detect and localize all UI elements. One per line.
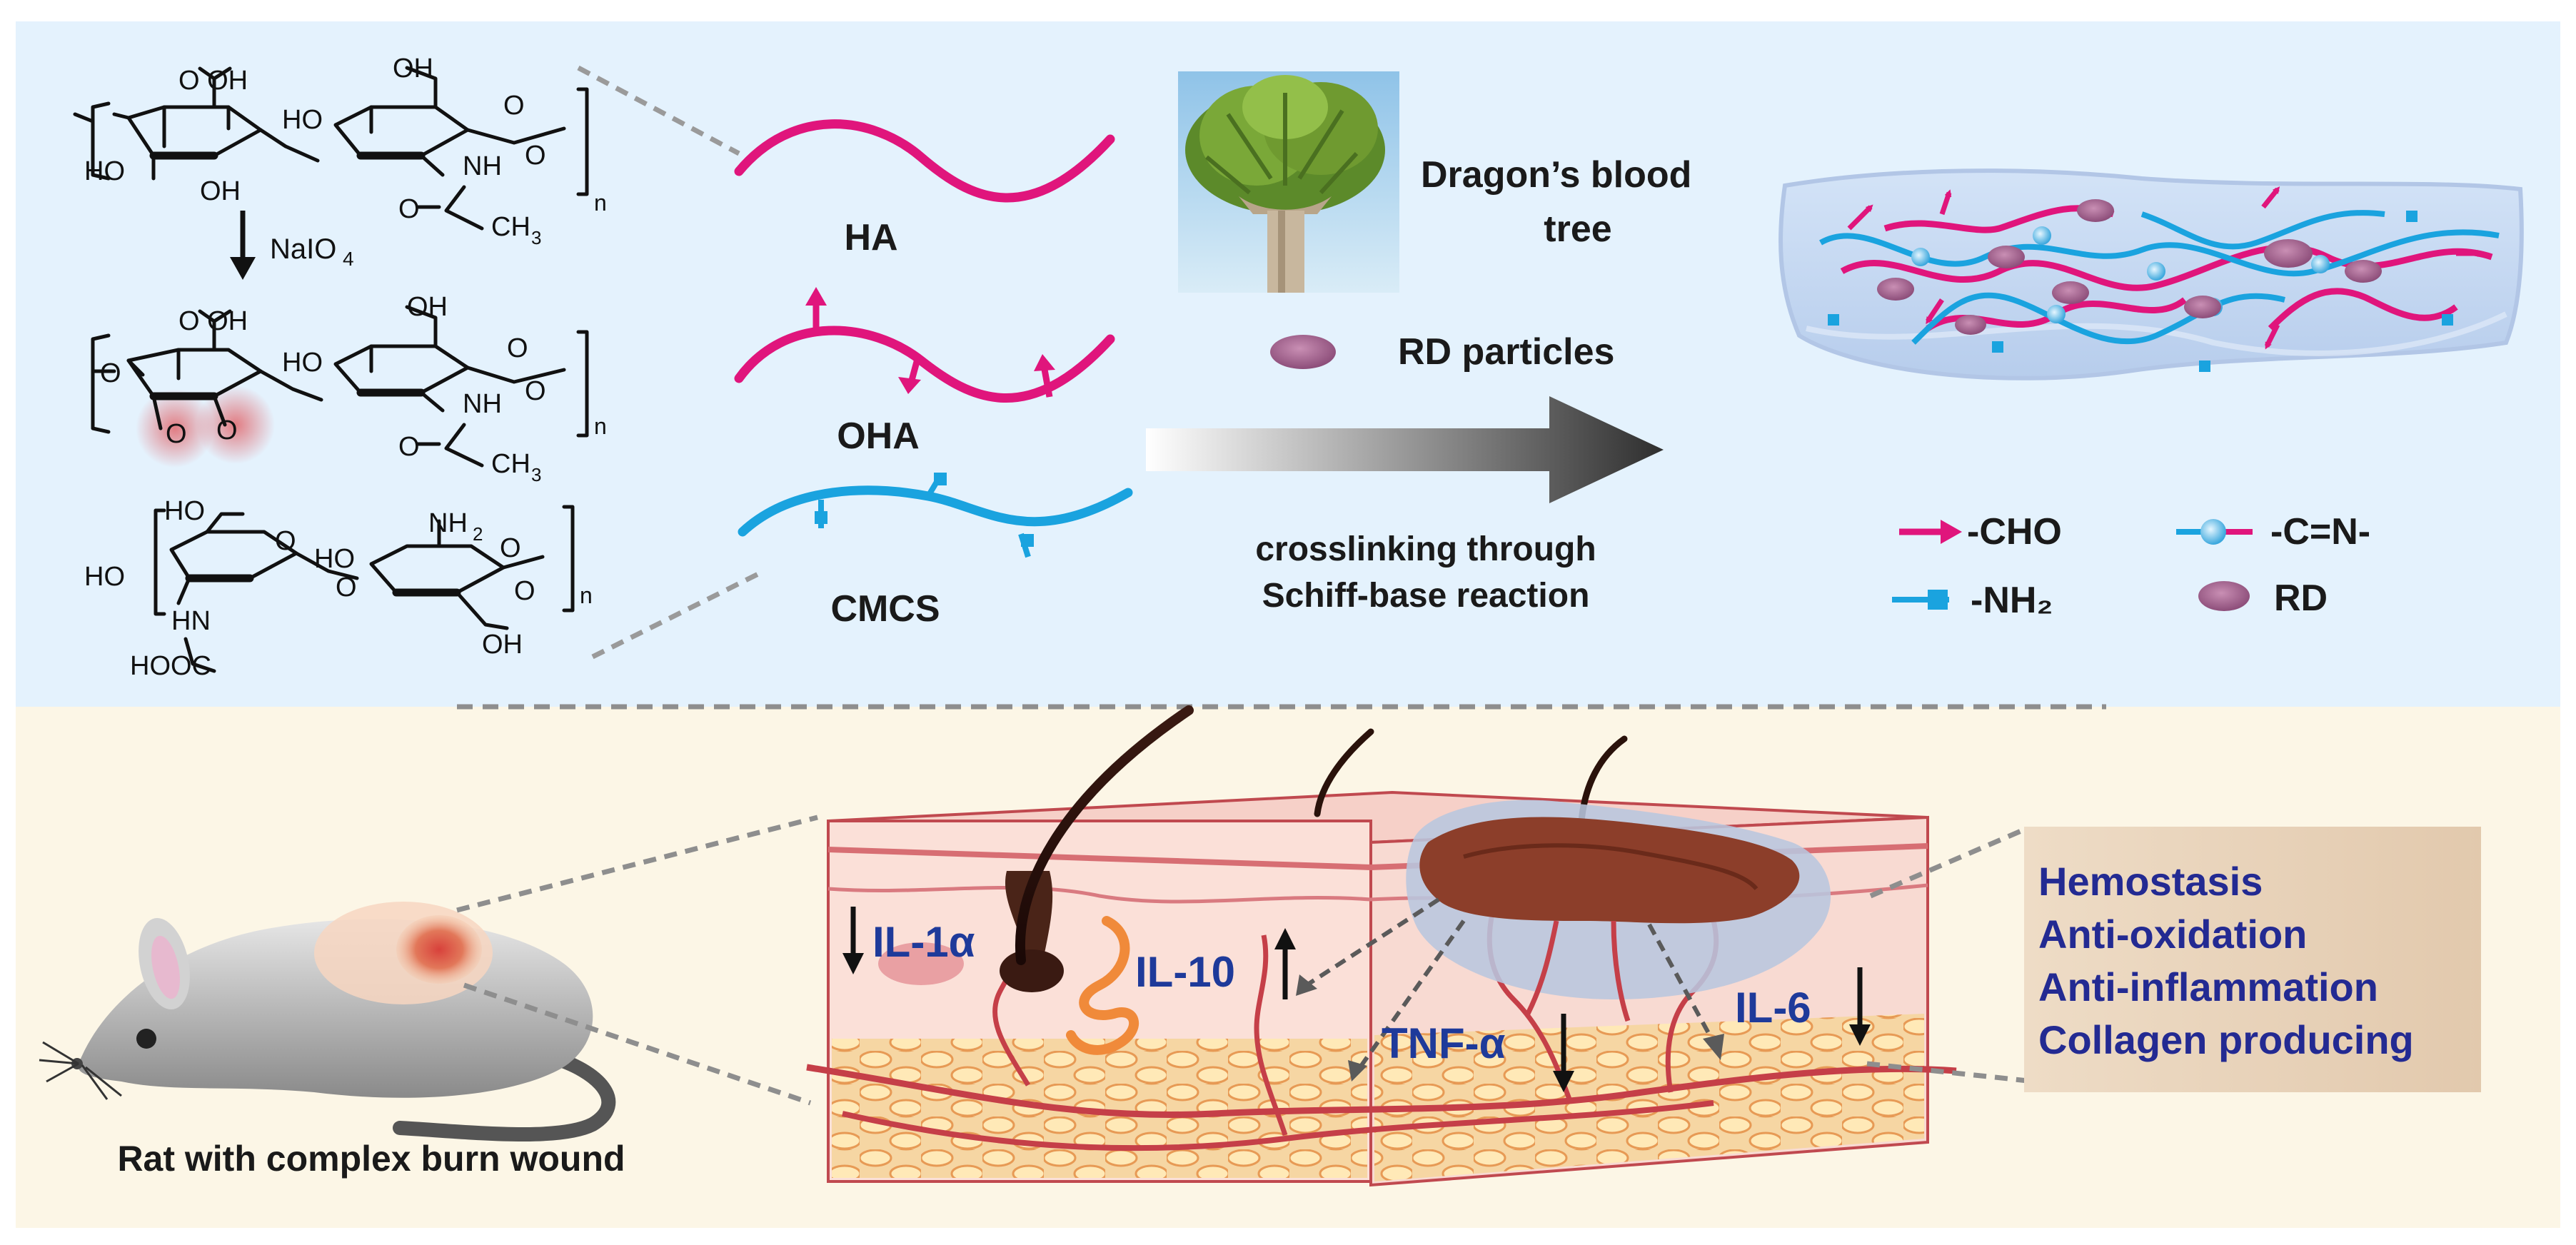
svg-text:HO: HO bbox=[84, 156, 125, 186]
svg-text:3: 3 bbox=[531, 227, 541, 248]
svg-text:HO: HO bbox=[314, 544, 355, 574]
hydrogel-network-icon bbox=[1778, 168, 2524, 380]
svg-text:NH: NH bbox=[428, 508, 468, 538]
tree-label-line2: tree bbox=[1544, 208, 1611, 250]
zoom-line bbox=[591, 568, 765, 660]
cytokine-tnfa: TNF-α bbox=[1382, 1014, 1574, 1092]
release-arrows bbox=[1296, 897, 1724, 1082]
svg-text:HO: HO bbox=[282, 348, 323, 378]
polymer-label-ha: HA bbox=[844, 217, 897, 258]
zoom-line bbox=[1869, 825, 2029, 899]
reaction-label-line1: crosslinking through bbox=[1255, 530, 1596, 568]
svg-text:O: O bbox=[336, 573, 357, 603]
cmcs-structure: HO HO HN HOOC O HO O NH 2 O O OH n bbox=[84, 496, 593, 681]
svg-text:O: O bbox=[275, 526, 296, 556]
svg-text:O OH: O OH bbox=[178, 306, 248, 336]
aldehyde-chain-icon bbox=[734, 287, 1115, 403]
legend-label-nh2: -NH₂ bbox=[1971, 580, 2053, 621]
svg-text:O: O bbox=[507, 333, 528, 363]
svg-text:3: 3 bbox=[531, 464, 541, 485]
rd-particle-icon bbox=[2198, 581, 2250, 611]
svg-text:O: O bbox=[100, 358, 121, 388]
svg-text:TNF-α: TNF-α bbox=[1382, 1019, 1506, 1067]
svg-text:CH: CH bbox=[491, 212, 530, 242]
legend-label-cho: -CHO bbox=[1967, 511, 2062, 553]
svg-text:HO: HO bbox=[282, 105, 323, 135]
svg-text:2: 2 bbox=[473, 523, 483, 545]
svg-text:OH: OH bbox=[393, 54, 433, 84]
zoom-line bbox=[1866, 1061, 2036, 1084]
cytokine-il6: IL-6 bbox=[1735, 967, 1871, 1046]
cho-arrow-icon bbox=[1899, 520, 1962, 544]
rd-particle-icon bbox=[1270, 335, 1336, 369]
ha-structure: O OH HO OH HO OH NH O CH 3 O O n bbox=[73, 54, 607, 248]
svg-text:HN: HN bbox=[171, 606, 211, 636]
svg-text:OH: OH bbox=[407, 292, 448, 322]
reaction-label-line2: Schiff-base reaction bbox=[1262, 577, 1590, 615]
zoom-line bbox=[577, 65, 740, 156]
svg-text:4: 4 bbox=[343, 248, 354, 270]
svg-text:OH: OH bbox=[482, 630, 523, 660]
svg-text:n: n bbox=[580, 583, 593, 608]
polymer-label-cmcs: CMCS bbox=[830, 588, 940, 630]
polymer-label-oha: OHA bbox=[837, 415, 920, 457]
svg-text:IL-6: IL-6 bbox=[1735, 984, 1811, 1032]
svg-text:O: O bbox=[398, 432, 420, 462]
legend-label-imine: -C=N- bbox=[2270, 511, 2370, 553]
oha-structure: O OH O O O HO OH NH O CH 3 O O n bbox=[91, 292, 607, 485]
svg-text:IL-10: IL-10 bbox=[1135, 948, 1235, 996]
svg-text:HOOC: HOOC bbox=[130, 651, 211, 681]
svg-text:NH: NH bbox=[463, 151, 502, 181]
dragon-tree-icon bbox=[1178, 71, 1399, 293]
cytokine-il10: IL-10 bbox=[1135, 928, 1296, 999]
svg-text:O: O bbox=[514, 576, 535, 606]
rd-particles-label: RD particles bbox=[1398, 331, 1614, 373]
svg-text:O OH: O OH bbox=[178, 66, 248, 96]
gradient-arrow-icon bbox=[1146, 396, 1664, 503]
svg-text:O: O bbox=[525, 141, 546, 171]
imine-bond-icon bbox=[2176, 519, 2253, 545]
svg-text:HO: HO bbox=[164, 496, 205, 526]
svg-text:IL-1α: IL-1α bbox=[872, 918, 975, 966]
effect-anti-oxidation: Anti-oxidation bbox=[2038, 912, 2307, 957]
cytokine-il1a: IL-1α bbox=[842, 907, 975, 974]
amine-chain-icon bbox=[738, 473, 1133, 558]
svg-text:NH: NH bbox=[463, 389, 502, 419]
svg-text:O: O bbox=[216, 415, 238, 445]
skin-section-icon bbox=[806, 705, 1957, 1187]
svg-text:CH: CH bbox=[491, 449, 530, 479]
effect-anti-inflammation: Anti-inflammation bbox=[2038, 964, 2378, 1009]
svg-text:n: n bbox=[594, 413, 607, 439]
svg-text:OH: OH bbox=[200, 176, 241, 206]
effect-hemostasis: Hemostasis bbox=[2038, 859, 2263, 904]
svg-text:O: O bbox=[398, 194, 420, 224]
zoom-line bbox=[456, 815, 818, 913]
svg-text:HO: HO bbox=[84, 562, 125, 592]
svg-text:O: O bbox=[525, 376, 546, 406]
svg-text:O: O bbox=[500, 533, 521, 563]
effects-box bbox=[2024, 827, 2481, 1092]
svg-text:NaIO: NaIO bbox=[270, 233, 336, 265]
nh2-square-icon bbox=[1892, 590, 1949, 610]
legend-label-rd: RD bbox=[2274, 578, 2328, 619]
tree-label-line1: Dragon’s blood bbox=[1421, 154, 1691, 196]
oxidation-arrow: NaIO 4 bbox=[230, 211, 354, 280]
rat-icon bbox=[39, 902, 616, 1142]
svg-text:n: n bbox=[594, 190, 607, 216]
effect-collagen: Collagen producing bbox=[2038, 1017, 2414, 1062]
zoom-line bbox=[463, 982, 812, 1106]
svg-text:O: O bbox=[503, 91, 525, 121]
svg-text:O: O bbox=[166, 419, 187, 449]
rat-caption: Rat with complex burn wound bbox=[117, 1139, 625, 1179]
pink-chain-icon bbox=[734, 119, 1115, 203]
